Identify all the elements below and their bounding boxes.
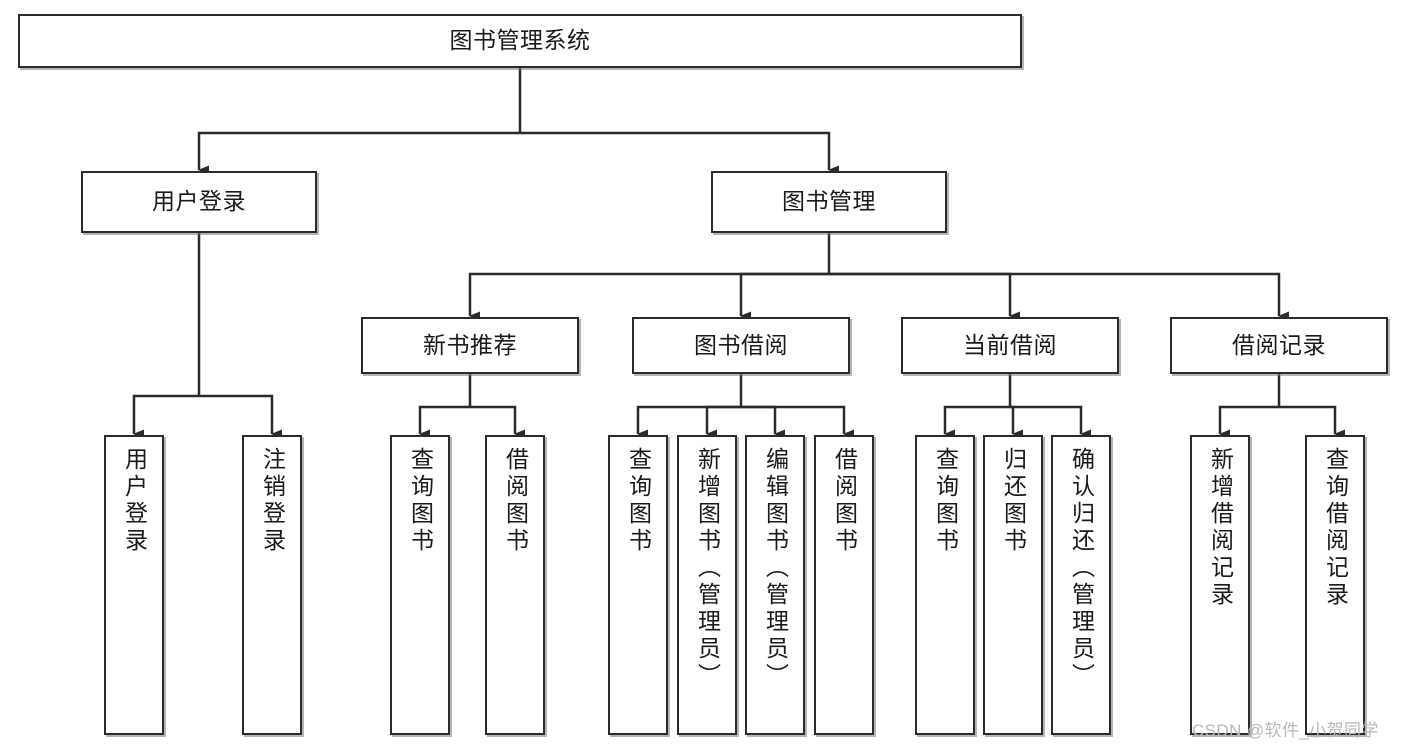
edge-root-to-login bbox=[197, 131, 520, 175]
node-label: 借阅图书 bbox=[502, 447, 529, 555]
edge-bookmgmt-to-records bbox=[829, 272, 1289, 321]
edge-borrow-to-leaf-7 bbox=[741, 405, 785, 439]
node-label: 用户登录 bbox=[121, 447, 148, 555]
node-label: 借阅记录 bbox=[1232, 331, 1326, 358]
node-bookmgmt[interactable]: 图书管理 bbox=[711, 171, 947, 233]
edge-current-to-leaf-9 bbox=[943, 405, 1010, 439]
csdn-watermark: CSDN @软件_小贺同学 bbox=[1192, 721, 1379, 740]
node-label: 查询图书 bbox=[407, 447, 434, 555]
node-label: 新增借阅记录 bbox=[1207, 447, 1234, 609]
node-leaf-7[interactable]: 编辑图书（管理员） bbox=[745, 435, 805, 735]
edge-bookmgmt-to-current bbox=[829, 272, 1020, 321]
node-leaf-11[interactable]: 确认归还（管理员） bbox=[1051, 435, 1111, 735]
node-label: 查询图书 bbox=[625, 447, 652, 555]
node-label: 借阅图书 bbox=[831, 447, 858, 555]
node-leaf-13[interactable]: 查询借阅记录 bbox=[1305, 435, 1365, 735]
edge-current-to-leaf-11 bbox=[1010, 405, 1091, 439]
node-label: 查询借阅记录 bbox=[1322, 447, 1349, 609]
node-label: 图书借阅 bbox=[694, 331, 788, 358]
node-label: 用户登录 bbox=[152, 188, 246, 215]
node-leaf-6[interactable]: 新增图书（管理员） bbox=[677, 435, 737, 735]
edge-bookmgmt-to-newbook bbox=[468, 272, 829, 321]
node-leaf-10[interactable]: 归还图书 bbox=[983, 435, 1043, 735]
node-label: 当前借阅 bbox=[963, 331, 1057, 358]
edge-current-to-leaf-10 bbox=[1010, 405, 1023, 439]
edge-borrow-to-leaf-6 bbox=[705, 405, 741, 439]
node-label: 新书推荐 bbox=[423, 331, 517, 358]
node-records[interactable]: 借阅记录 bbox=[1170, 317, 1388, 374]
node-label: 确认归还（管理员） bbox=[1068, 447, 1095, 690]
node-leaf-8[interactable]: 借阅图书 bbox=[814, 435, 874, 735]
edge-records-to-leaf-13 bbox=[1279, 405, 1345, 439]
edge-newbook-to-leaf-3 bbox=[418, 405, 470, 439]
node-leaf-3[interactable]: 查询图书 bbox=[390, 435, 450, 735]
node-label: 编辑图书（管理员） bbox=[762, 447, 789, 690]
node-label: 新增图书（管理员） bbox=[694, 447, 721, 690]
node-current[interactable]: 当前借阅 bbox=[901, 317, 1119, 374]
node-label: 注销登录 bbox=[259, 447, 286, 555]
node-label: 查询图书 bbox=[932, 447, 959, 555]
edge-login-to-leaf-1 bbox=[132, 394, 199, 439]
node-root[interactable]: 图书管理系统 bbox=[18, 14, 1022, 68]
node-login[interactable]: 用户登录 bbox=[81, 171, 317, 233]
edge-login-to-leaf-2 bbox=[199, 394, 282, 439]
node-newbook[interactable]: 新书推荐 bbox=[361, 317, 579, 374]
node-leaf-12[interactable]: 新增借阅记录 bbox=[1190, 435, 1250, 735]
edge-newbook-to-leaf-4 bbox=[470, 405, 525, 439]
node-leaf-5[interactable]: 查询图书 bbox=[608, 435, 668, 735]
node-leaf-4[interactable]: 借阅图书 bbox=[485, 435, 545, 735]
node-leaf-9[interactable]: 查询图书 bbox=[915, 435, 975, 735]
node-borrow[interactable]: 图书借阅 bbox=[632, 317, 850, 374]
node-label: 图书管理 bbox=[782, 188, 876, 215]
node-leaf-2[interactable]: 注销登录 bbox=[242, 435, 302, 735]
node-label: 归还图书 bbox=[1000, 447, 1027, 555]
edge-bookmgmt-to-borrow bbox=[739, 272, 829, 321]
node-leaf-1[interactable]: 用户登录 bbox=[104, 435, 164, 735]
node-label: 图书管理系统 bbox=[449, 27, 591, 54]
edge-records-to-leaf-12 bbox=[1218, 405, 1279, 439]
edge-root-to-bookmgmt bbox=[520, 131, 839, 175]
edge-borrow-to-leaf-5 bbox=[636, 405, 741, 439]
edge-borrow-to-leaf-8 bbox=[741, 405, 854, 439]
